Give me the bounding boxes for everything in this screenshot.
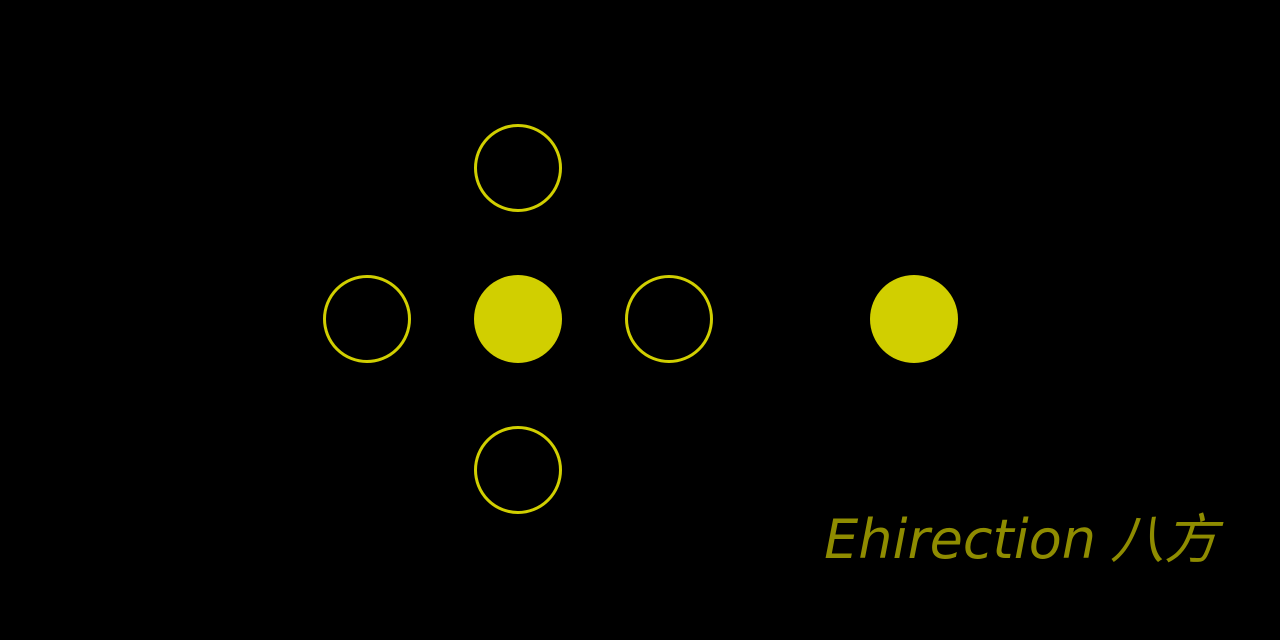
bottom-outline-dot [474,426,562,514]
far-right-filled-dot [870,275,958,363]
center-filled-dot [474,275,562,363]
top-outline-dot [474,124,562,212]
brand-name-cjk: 八方 [1110,508,1218,571]
right-outline-dot [625,275,713,363]
brand-name-latin: Ehirection [824,508,1096,571]
left-outline-dot [323,275,411,363]
